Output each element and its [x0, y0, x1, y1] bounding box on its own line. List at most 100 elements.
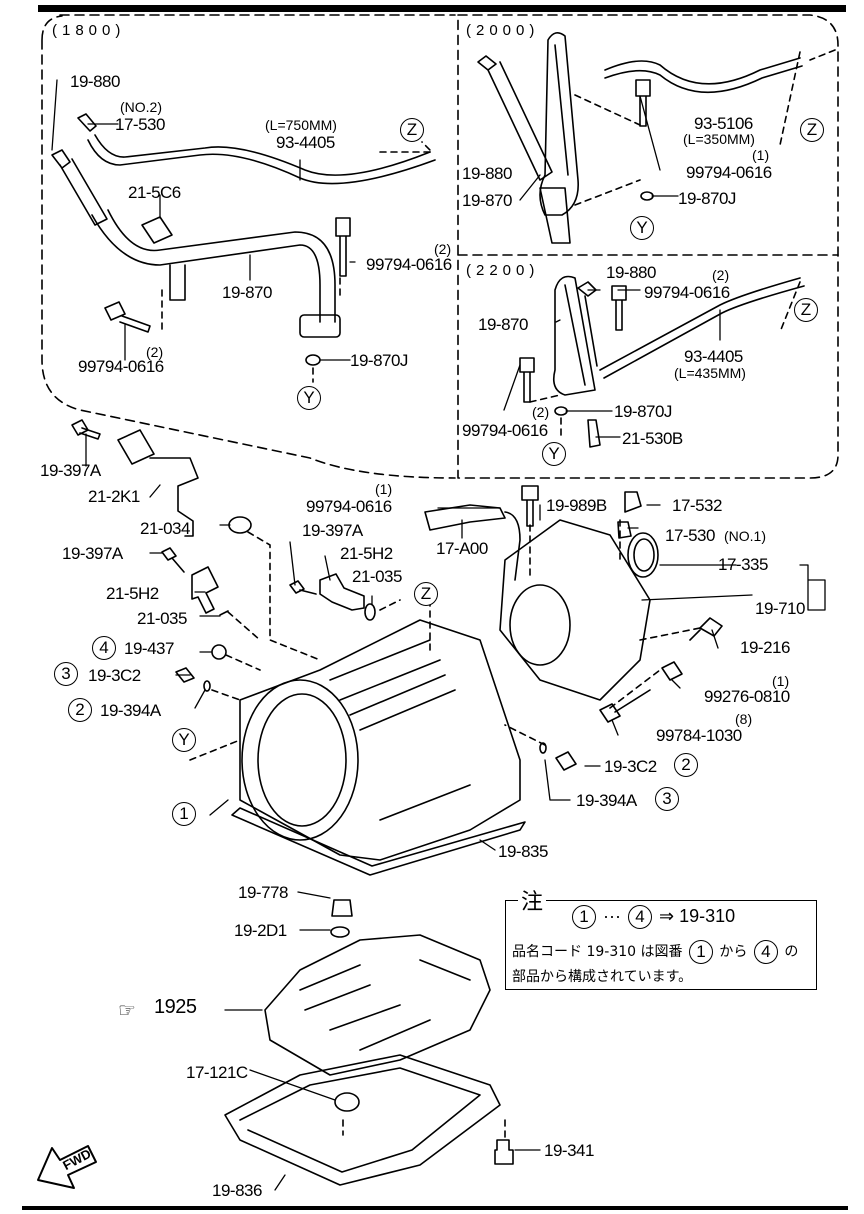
- label-2000-dipstick: 19-880: [462, 164, 512, 183]
- index-marker-3: 3: [655, 787, 679, 811]
- oring-1800: [305, 354, 321, 366]
- bolt-2200-top: [611, 285, 627, 331]
- bolt-19-397a-right: [289, 580, 317, 595]
- label-2200-bolt-left: 99794-0616: [462, 421, 548, 440]
- label-extension-housing-19-710: 19-710: [755, 599, 805, 618]
- hose-1800: [87, 134, 436, 185]
- leader-dash-2000: [574, 49, 836, 206]
- label-strainer-17-121c: 17-121C: [186, 1063, 248, 1082]
- label-1800-dipstick: 19-880: [70, 72, 120, 91]
- valve-body-1925: [264, 934, 491, 1076]
- ref-marker-z: Z: [414, 582, 438, 606]
- plug-17-532: [624, 491, 642, 513]
- leader-lines: [51, 79, 826, 1191]
- extension-housing-19-710: [499, 519, 651, 701]
- index-marker-1: 1: [572, 905, 596, 929]
- note-result: ⇒ 19-310: [659, 905, 736, 926]
- oil-pan-gasket-19-835: [231, 807, 526, 876]
- index-marker-4: 4: [628, 905, 653, 929]
- label-drain-plug-19-341: 19-341: [544, 1141, 594, 1160]
- label-seal-17-335: 17-335: [718, 555, 768, 574]
- note-description-line-2: 部品から構成されています。: [512, 969, 693, 985]
- oring-21-035-right: [364, 603, 376, 621]
- label-2200-hose-len: (L=435MM): [674, 365, 746, 381]
- index-marker-2: 2: [68, 698, 92, 722]
- hose-2000: [604, 57, 803, 94]
- label-bolt-19-397a-top: 19-397A: [40, 461, 101, 480]
- label-oring-21-035-left: 21-035: [137, 609, 187, 628]
- note-title: 注: [518, 884, 547, 916]
- label-sensor-21-5h2-left: 21-5H2: [106, 584, 159, 603]
- label-1800-oring: 19-870J: [350, 351, 408, 370]
- label-2000-tube: 19-870: [462, 191, 512, 210]
- plug-17-530-1800: [77, 113, 97, 132]
- label-bolt-1030-qty: (8): [735, 711, 753, 727]
- index-marker-4: 4: [92, 636, 116, 660]
- bolt-99784-1030: [599, 689, 651, 723]
- region-1800-outline: [41, 14, 456, 479]
- label-pipe-19-778: 19-778: [238, 883, 288, 902]
- tube-1800: [91, 209, 336, 323]
- seal-17-335: [627, 532, 659, 578]
- label-plug-19-3c2-left: 19-3C2: [88, 666, 141, 685]
- sensor-17-a00: [424, 504, 521, 581]
- tube-bracket-1800: [169, 264, 186, 301]
- link-valve-body-1925[interactable]: 1925: [154, 996, 197, 1018]
- label-1800-tube: 19-870: [222, 283, 272, 302]
- label-2000-hose-len: (L=350MM): [683, 131, 755, 147]
- label-2200-tube: 19-870: [478, 315, 528, 334]
- tube-2200: [552, 275, 596, 396]
- note-description-line-1: 品名コード 19-310 は図番 1 から 4 の: [512, 940, 798, 964]
- index-marker-1: 1: [688, 940, 713, 964]
- index-marker-2: 2: [674, 753, 698, 777]
- label-1800-hose-len: (L=750MM): [265, 117, 337, 133]
- pointing-hand-icon: ☞: [118, 1000, 136, 1022]
- note-formula: 1 ··· 4 ⇒ 19-310: [570, 905, 735, 929]
- bolt-2200-left: [519, 357, 535, 403]
- sensor-21-5h2-left: [191, 566, 219, 614]
- oring-2200: [554, 406, 568, 416]
- index-marker-3: 3: [54, 662, 78, 686]
- tube-2000-bracket: [539, 187, 571, 244]
- label-plug-19-3c2-right: 19-3C2: [604, 757, 657, 776]
- label-2000-bolt-qty: (1): [752, 147, 770, 163]
- plug-21-530b: [587, 419, 601, 448]
- dipstick-2200: [577, 281, 598, 367]
- label-2000-hose: 93-5106: [694, 114, 753, 133]
- index-marker-4: 4: [753, 940, 778, 964]
- label-2200-bolt-qty-left: (2): [532, 404, 550, 420]
- region-2000-outline: [457, 14, 839, 479]
- label-oil-pan-19-836: 19-836: [212, 1181, 262, 1200]
- case-ribs: [329, 639, 471, 821]
- extension-housing-bore: [509, 584, 571, 666]
- label-1800-plug: 17-530: [115, 115, 165, 134]
- washer-19-437: [211, 644, 227, 660]
- section-tag-2200: (2200): [466, 262, 540, 279]
- washer-19-394a-right: [539, 742, 547, 754]
- label-bolt-99784-1030: 99784-1030: [656, 726, 742, 745]
- label-sensor-21-5h2-right: 21-5H2: [340, 544, 393, 563]
- label-1800-bolt-right: 99794-0616: [366, 255, 452, 274]
- label-bracket-19-989b: 19-989B: [546, 496, 607, 515]
- main-leader-dashes: [189, 519, 701, 1141]
- bell-housing-opening: [241, 679, 359, 841]
- label-1800-bolt-qty-right: (2): [434, 241, 452, 257]
- leader-dash-2200: [529, 281, 801, 441]
- sensor-21-5h2-right: [319, 573, 365, 611]
- note-text: から: [719, 944, 748, 960]
- bolt-19-216: [689, 617, 723, 641]
- label-bolt-19-397a-mid: 19-397A: [62, 544, 123, 563]
- label-clamp-qty: (1): [772, 673, 790, 689]
- ref-marker-z: Z: [794, 298, 818, 322]
- label-2200-bolt-top: 99794-0616: [644, 283, 730, 302]
- transmission-case: [239, 619, 521, 861]
- label-oring-21-034: 21-034: [140, 519, 190, 538]
- fwd-arrow: [37, 1145, 97, 1189]
- plug-19-3c2-left: [175, 667, 195, 683]
- label-1800-plug-no: (NO.2): [120, 99, 162, 115]
- label-sensor-21-2k1: 21-2K1: [88, 487, 140, 506]
- ref-marker-z: Z: [400, 118, 424, 142]
- ref-marker-y: Y: [630, 216, 654, 240]
- label-clamp-99276-0810: 99276-0810: [704, 687, 790, 706]
